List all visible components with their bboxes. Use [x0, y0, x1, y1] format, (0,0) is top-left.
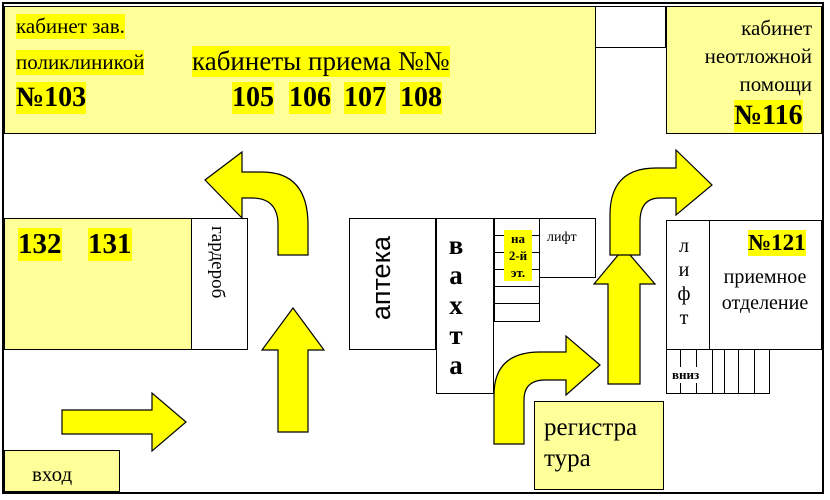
floor-plan-frame — [2, 2, 824, 494]
guard-letter-5: а — [449, 350, 463, 380]
reception-rooms-title: кабинеты приема №№ — [192, 46, 450, 77]
admission-label-line2: отделение — [721, 292, 809, 314]
stairs-up-label: на 2-й эт. — [504, 230, 532, 281]
guard-label: в а х т а — [436, 230, 476, 380]
wardrobe-label: гардероб — [207, 226, 228, 299]
room-head-label-line1: кабинет зав. — [16, 14, 125, 39]
arrow-up-right — [592, 247, 657, 385]
guard-letter-2: а — [449, 260, 463, 290]
admission-label: приемное отделение — [708, 264, 822, 316]
reception-number-107: 107 — [344, 82, 386, 114]
lift-right-label: л и ф т — [668, 234, 700, 330]
wardrobe-room — [191, 218, 248, 350]
registry-label-line2: тура — [544, 445, 591, 472]
emergency-number: №116 — [734, 100, 803, 132]
entrance-label: вход — [32, 462, 73, 486]
room-head-number: №103 — [16, 82, 87, 114]
arrow-curve-up-left — [204, 150, 309, 256]
stairs-up-label-line3: эт. — [510, 265, 526, 280]
arrow-curve-upper-right — [609, 148, 713, 256]
lift-shaft-right — [666, 220, 710, 350]
reception-number-108: 108 — [400, 82, 442, 114]
pharmacy-room — [349, 218, 436, 350]
stairs-up-label-line1: на — [511, 231, 525, 246]
reception-number-105: 105 — [232, 82, 274, 114]
lift-right-letter-4: т — [679, 307, 689, 329]
emergency-label-line1: кабинет — [741, 16, 812, 40]
arrow-right-entrance — [61, 391, 187, 453]
arrow-curve-lower-right — [493, 334, 601, 445]
lift-right-letter-1: л — [679, 235, 689, 257]
room-number-132: 132 — [18, 228, 62, 261]
lift-right-letter-2: и — [678, 259, 690, 281]
emergency-label-line2: неотложной — [704, 44, 812, 68]
emergency-label: кабинет неотложной помощи — [666, 14, 822, 98]
arrow-up-middle — [260, 306, 326, 433]
reception-number-106: 106 — [289, 82, 331, 114]
admission-label-line1: приемное — [723, 266, 807, 288]
guard-letter-3: х — [449, 290, 463, 320]
lift-top-label: лифт — [547, 230, 577, 245]
lift-right-letter-3: ф — [677, 283, 691, 305]
entrance — [4, 450, 120, 492]
lift-shaft-top — [539, 218, 596, 278]
stairs-up-label-line2: 2-й — [508, 248, 528, 263]
admission-number: №121 — [748, 230, 806, 256]
guard-letter-1: в — [448, 230, 464, 260]
room-head-label-line2: поликлиникой — [16, 50, 145, 75]
registry-room — [534, 401, 664, 490]
guard-letter-4: т — [449, 320, 463, 350]
stairs-down-label: вниз — [672, 367, 700, 383]
registry-label-line1: регистра — [544, 414, 638, 441]
guard-post — [436, 218, 494, 394]
room-number-131: 131 — [88, 228, 132, 261]
registry-label: регистра тура — [534, 412, 664, 474]
emergency-label-line3: помощи — [739, 72, 812, 96]
corridor-gap-top — [596, 6, 666, 48]
